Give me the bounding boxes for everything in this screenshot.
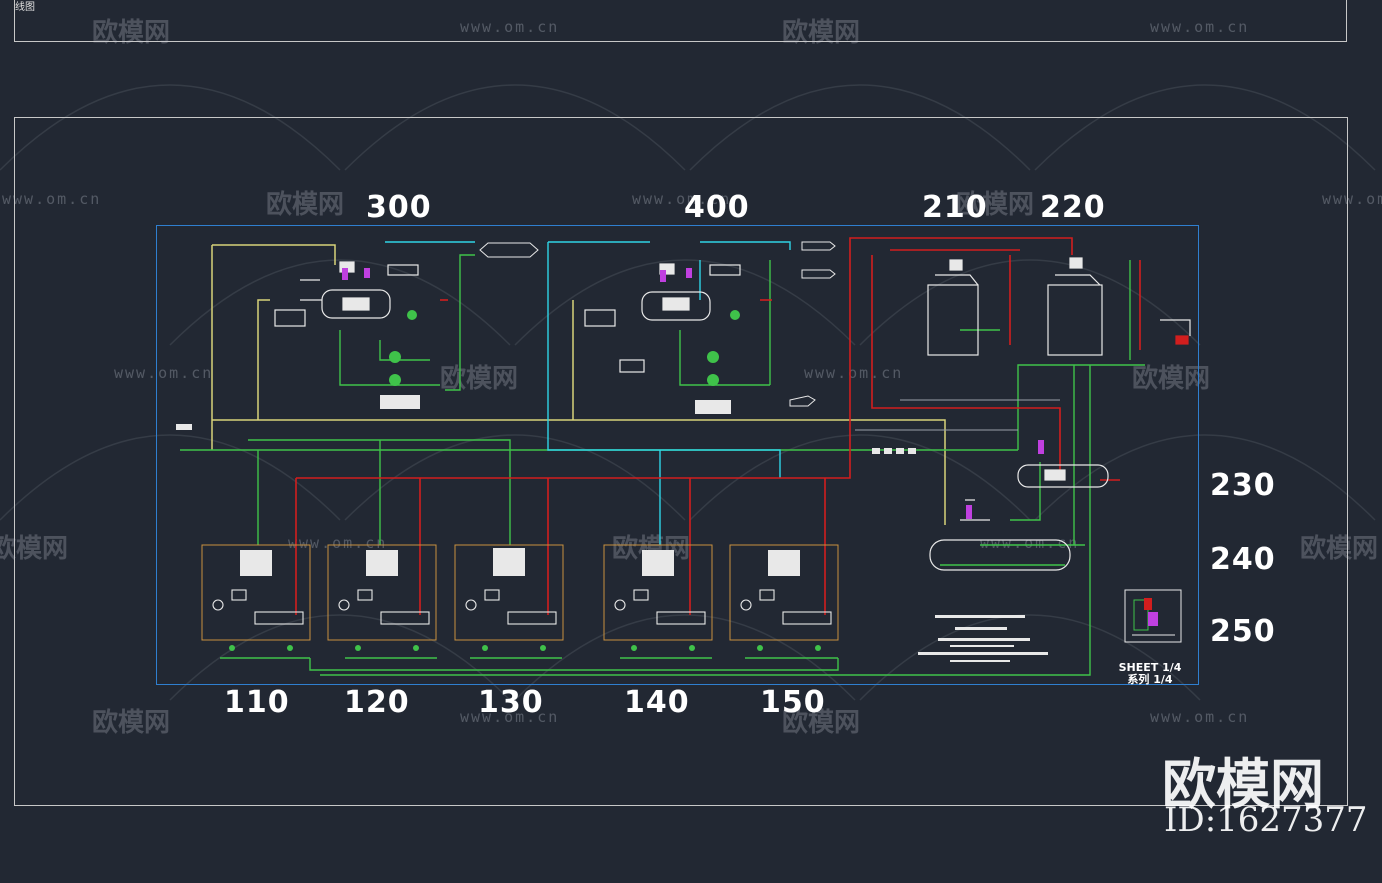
compressor-150-frame bbox=[729, 544, 839, 641]
condenser-210 bbox=[927, 284, 979, 356]
watermark-url: www.om.cn bbox=[2, 190, 102, 208]
compressor-labels bbox=[240, 548, 800, 576]
watermark-url: www.om.cn bbox=[288, 534, 388, 552]
connector-tags bbox=[479, 241, 836, 407]
watermark-url: www.om.cn bbox=[1150, 18, 1250, 36]
watermark-brand: 欧模网 bbox=[440, 364, 519, 394]
equipment-400 bbox=[584, 263, 741, 414]
receiver-tank-300 bbox=[321, 289, 391, 319]
watermark-brand: 欧模网 bbox=[266, 190, 345, 220]
zone-label-210: 210 bbox=[922, 190, 988, 225]
compressor-120-frame bbox=[327, 544, 437, 641]
condenser-220 bbox=[1047, 284, 1103, 356]
zone-label-150: 150 bbox=[760, 685, 826, 720]
compressor-internals bbox=[212, 589, 832, 625]
zone-label-230: 230 bbox=[1210, 468, 1276, 503]
plant-description-block bbox=[918, 615, 1048, 662]
brand-logo: 欧模网 bbox=[1162, 753, 1324, 816]
vessel-240 bbox=[929, 539, 1071, 571]
title-block-frame: 线图 bbox=[14, 0, 1347, 42]
cyan-lines bbox=[385, 241, 791, 545]
drawing-boundary bbox=[156, 225, 1199, 685]
zone-label-130: 130 bbox=[478, 685, 544, 720]
watermark-brand: 欧模网 bbox=[956, 190, 1035, 220]
watermark-brand: 欧模网 bbox=[782, 708, 861, 738]
watermark-url: www.om.cn bbox=[980, 534, 1080, 552]
valves-magenta-300 bbox=[342, 268, 370, 280]
zone-label-300: 300 bbox=[366, 190, 432, 225]
condensers-210-220 bbox=[927, 257, 1191, 356]
watermark-brand: 欧模网 bbox=[92, 708, 171, 738]
watermark-brand: 欧模网 bbox=[0, 534, 69, 564]
watermark-url: www.om.cn bbox=[632, 190, 732, 208]
red-lines bbox=[295, 237, 1141, 615]
watermark-url: www.om.cn bbox=[460, 18, 560, 36]
vessel-230 bbox=[1017, 464, 1109, 488]
zone-label-120: 120 bbox=[344, 685, 410, 720]
model-id: ID:1627377 bbox=[1164, 800, 1368, 840]
vessels-230-240 bbox=[929, 440, 1109, 571]
gray-lines bbox=[855, 399, 1060, 431]
pumps-400 bbox=[707, 310, 740, 386]
equipment-300 bbox=[274, 261, 420, 409]
compressor-fittings bbox=[229, 645, 821, 651]
watermark-brand: 欧模网 bbox=[1132, 364, 1211, 394]
watermark-brand: 欧模网 bbox=[92, 18, 171, 48]
pumps-300 bbox=[389, 310, 417, 386]
compressor-130-frame bbox=[454, 544, 564, 641]
watermark-url: www.om.cn bbox=[1150, 708, 1250, 726]
sheet-number-cn: 系列 1/4 bbox=[1127, 673, 1173, 686]
receiver-tank-400 bbox=[641, 291, 711, 321]
zone-label-250: 250 bbox=[1210, 614, 1276, 649]
compressor-110-frame bbox=[201, 544, 311, 641]
yellow-lines bbox=[211, 244, 946, 525]
zone-label-240: 240 bbox=[1210, 542, 1276, 577]
header-fittings bbox=[176, 424, 916, 454]
sheet-number-en: SHEET 1/4 bbox=[1118, 661, 1182, 674]
watermark-brand: 欧模网 bbox=[782, 18, 861, 48]
zone-label-400: 400 bbox=[684, 190, 750, 225]
main-sheet-frame bbox=[14, 117, 1348, 806]
green-lines bbox=[180, 254, 1145, 676]
compressor-140-frame bbox=[603, 544, 713, 641]
valves-magenta-400 bbox=[660, 268, 692, 282]
zone-label-220: 220 bbox=[1040, 190, 1106, 225]
watermark-url: www.om.cn bbox=[460, 708, 560, 726]
watermark-arcs bbox=[0, 84, 1376, 701]
watermark-url: www.om.cn bbox=[1322, 190, 1382, 208]
watermark-brand: 欧模网 bbox=[1300, 534, 1379, 564]
watermark-url: www.om.cn bbox=[114, 364, 214, 382]
compressor-frames bbox=[201, 544, 839, 641]
zone-label-110: 110 bbox=[224, 685, 290, 720]
drawing-title: 线图 bbox=[15, 2, 35, 13]
key-plan-thumbnail bbox=[1124, 589, 1182, 643]
zone-label-140: 140 bbox=[624, 685, 690, 720]
sheet-number: SHEET 1/4 系列 1/4 bbox=[1112, 662, 1188, 686]
watermark-url: www.om.cn bbox=[804, 364, 904, 382]
